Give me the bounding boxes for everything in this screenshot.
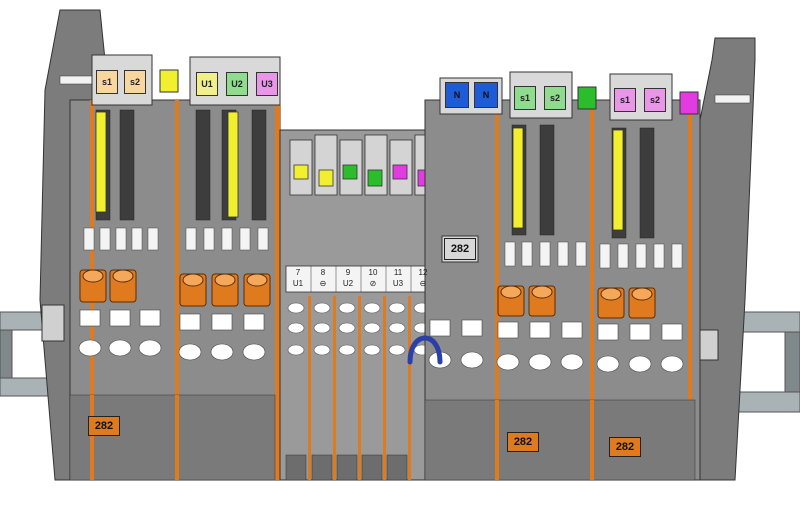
marker-tag-s1-left: s1 bbox=[96, 70, 118, 94]
terminal-number-8: 8 bbox=[320, 268, 326, 277]
terminal-sublabel-u1: U1 bbox=[292, 279, 304, 288]
terminal-number-12: 12 bbox=[418, 268, 428, 277]
terminal-number-10: 10 bbox=[368, 268, 378, 277]
din-rail bbox=[0, 311, 800, 413]
marker-tag-s1-mid: s1 bbox=[514, 86, 536, 110]
terminal-sublabel-u3: U3 bbox=[392, 279, 404, 288]
right-module-group bbox=[424, 71, 701, 481]
marker-tag-s2-mid: s2 bbox=[544, 86, 566, 110]
right-end-plate bbox=[694, 37, 756, 481]
ground-symbol-icon: ⊖ bbox=[319, 279, 327, 288]
marker-tag-n-1: N bbox=[445, 82, 469, 108]
left-module-group bbox=[69, 54, 281, 481]
terminal-number-7: 7 bbox=[295, 268, 301, 277]
terminal-sublabel-u2: U2 bbox=[342, 279, 354, 288]
marker-tag-u1: U1 bbox=[196, 72, 218, 96]
marker-plate-mid-bottom: 282 bbox=[507, 432, 539, 452]
marker-tag-s1-right: s1 bbox=[614, 88, 636, 112]
marker-tag-u2: U2 bbox=[226, 72, 248, 96]
center-module-group bbox=[279, 129, 437, 481]
marker-tag-s2-left: s2 bbox=[124, 70, 146, 94]
bridge-jumper-icon bbox=[407, 335, 443, 365]
marker-tag-n-2: N bbox=[474, 82, 498, 108]
marker-plate-right-bottom: 282 bbox=[609, 437, 641, 457]
marker-tag-u3: U3 bbox=[256, 72, 278, 96]
terminal-number-11: 11 bbox=[393, 268, 403, 277]
marker-tag-s2-right: s2 bbox=[644, 88, 666, 112]
terminal-number-9: 9 bbox=[345, 268, 351, 277]
marker-plate-center-top: 282 bbox=[444, 238, 476, 260]
shield-symbol-icon: ⊘ bbox=[369, 279, 377, 288]
ground-symbol-icon: ⊖ bbox=[419, 279, 427, 288]
marker-plate-left-bottom: 282 bbox=[88, 416, 120, 436]
